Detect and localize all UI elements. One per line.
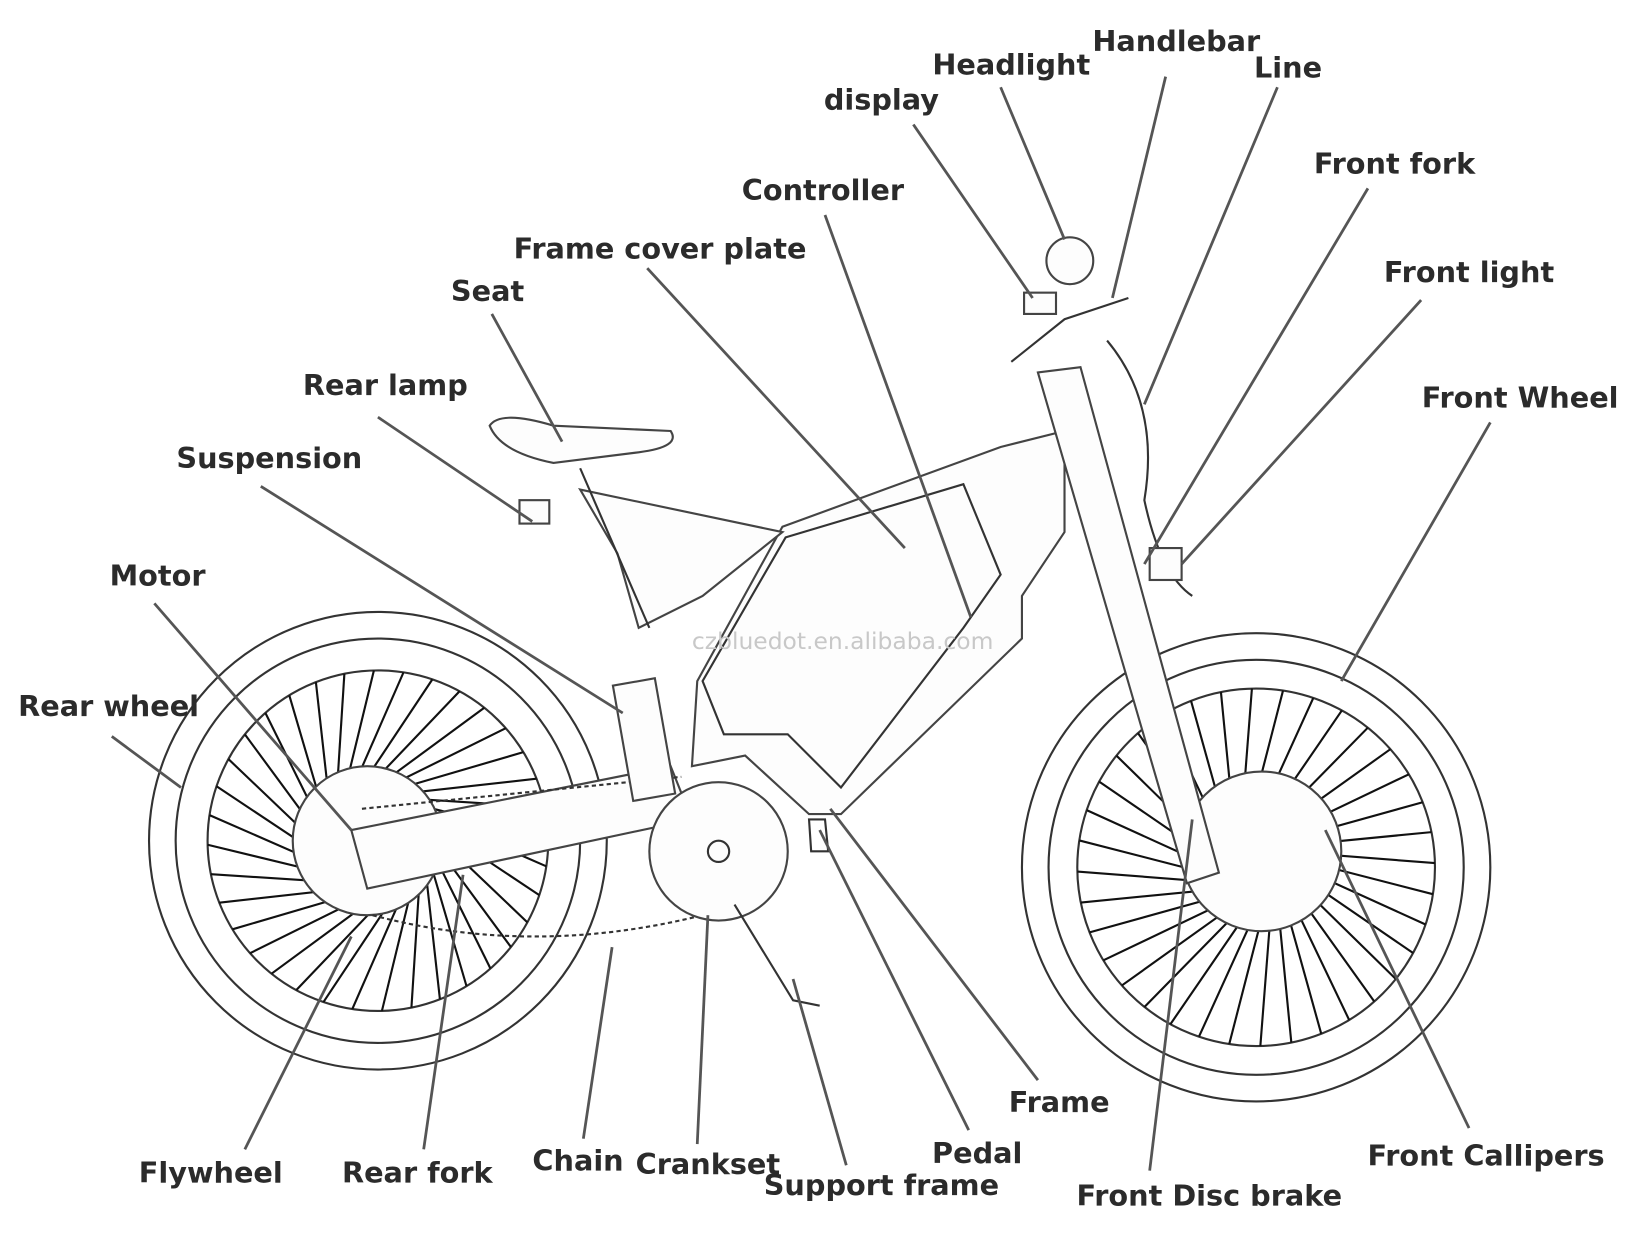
spoke <box>322 903 390 1003</box>
spoke <box>355 671 405 782</box>
leader-line-display <box>912 123 1034 299</box>
leader-line-front-fork <box>1143 187 1370 565</box>
label-frame-cover-plate: Frame cover plate <box>514 232 807 266</box>
leader-line-controller <box>823 214 973 618</box>
label-rear-lamp: Rear lamp <box>303 368 468 402</box>
spoke <box>388 706 485 779</box>
spoke <box>344 670 375 786</box>
leader-line-front-disc-brake <box>1148 819 1194 1171</box>
spoke <box>432 872 468 987</box>
label-display: display <box>824 83 939 117</box>
spoke <box>365 678 434 779</box>
watermark: czbluedot.en.alibaba.com <box>692 627 993 655</box>
leader-line-crankset <box>695 915 710 1145</box>
label-seat: Seat <box>451 274 525 308</box>
handlebar <box>1010 296 1129 363</box>
leader-line-support-frame <box>791 978 848 1166</box>
label-front-fork: Front fork <box>1314 146 1476 180</box>
leader-line-seat <box>490 313 564 443</box>
label-front-callipers: Front Callipers <box>1367 1138 1604 1172</box>
spoke <box>380 895 411 1012</box>
support-frame <box>733 904 820 1007</box>
ebike-drawing <box>147 236 1492 1103</box>
label-rear-fork: Rear fork <box>342 1155 494 1189</box>
leader-line-rear-wheel <box>110 735 182 789</box>
front-light <box>1148 546 1183 582</box>
headlight <box>1045 236 1095 286</box>
rear-lamp <box>518 499 551 525</box>
frame-cover-plate <box>701 482 1002 790</box>
spoke <box>418 777 537 793</box>
label-suspension: Suspension <box>176 441 362 475</box>
spoke <box>409 751 524 787</box>
leader-line-headlight <box>999 86 1066 240</box>
front-fork <box>1036 365 1221 885</box>
label-controller: Controller <box>742 173 905 207</box>
spoke <box>436 862 492 969</box>
spoke <box>425 881 441 1000</box>
spoke <box>351 900 401 1010</box>
pedal <box>807 818 830 853</box>
leader-line-front-callipers <box>1324 829 1471 1129</box>
leader-line-flywheel <box>243 935 353 1150</box>
spoke <box>270 902 368 975</box>
suspension <box>611 677 677 803</box>
leader-line-front-wheel <box>1340 421 1492 682</box>
leader-line-handlebar <box>1111 76 1167 299</box>
seat <box>488 416 674 464</box>
leader-line-frame <box>829 807 1040 1081</box>
spoke <box>295 903 379 991</box>
leader-line-line <box>1143 86 1279 405</box>
label-front-disc-brake: Front Disc brake <box>1076 1179 1342 1213</box>
label-pedal: Pedal <box>932 1136 1022 1170</box>
spoke <box>377 690 461 778</box>
leader-line-suspension <box>260 485 624 715</box>
leader-line-motor <box>153 602 353 831</box>
label-line: Line <box>1254 51 1322 85</box>
label-support-frame: Support frame <box>764 1168 999 1202</box>
seatpost <box>579 467 651 629</box>
leader-line-rear-lamp <box>377 416 534 523</box>
leader-line-frame-cover-plate <box>646 267 906 549</box>
label-frame: Frame <box>1009 1085 1110 1119</box>
leader-line-rear-fork <box>422 874 465 1150</box>
label-headlight: Headlight <box>932 47 1090 81</box>
label-front-light: Front light <box>1384 255 1555 289</box>
spoke <box>399 727 507 782</box>
chain <box>361 775 703 938</box>
rear-subframe <box>578 487 785 630</box>
label-handlebar: Handlebar <box>1092 24 1261 58</box>
label-front-wheel: Front Wheel <box>1422 381 1619 415</box>
label-flywheel: Flywheel <box>139 1155 283 1189</box>
label-crankset: Crankset <box>636 1147 781 1181</box>
leader-line-pedal <box>818 829 970 1131</box>
display <box>1023 291 1058 316</box>
frame <box>690 429 1066 816</box>
label-motor: Motor <box>110 558 207 592</box>
label-rear-wheel: Rear wheel <box>18 689 199 723</box>
label-chain: Chain <box>532 1144 623 1178</box>
leader-line-front-light <box>1180 299 1423 565</box>
crankset <box>648 781 789 922</box>
leader-line-chain <box>581 946 614 1139</box>
spoke <box>410 889 421 1008</box>
